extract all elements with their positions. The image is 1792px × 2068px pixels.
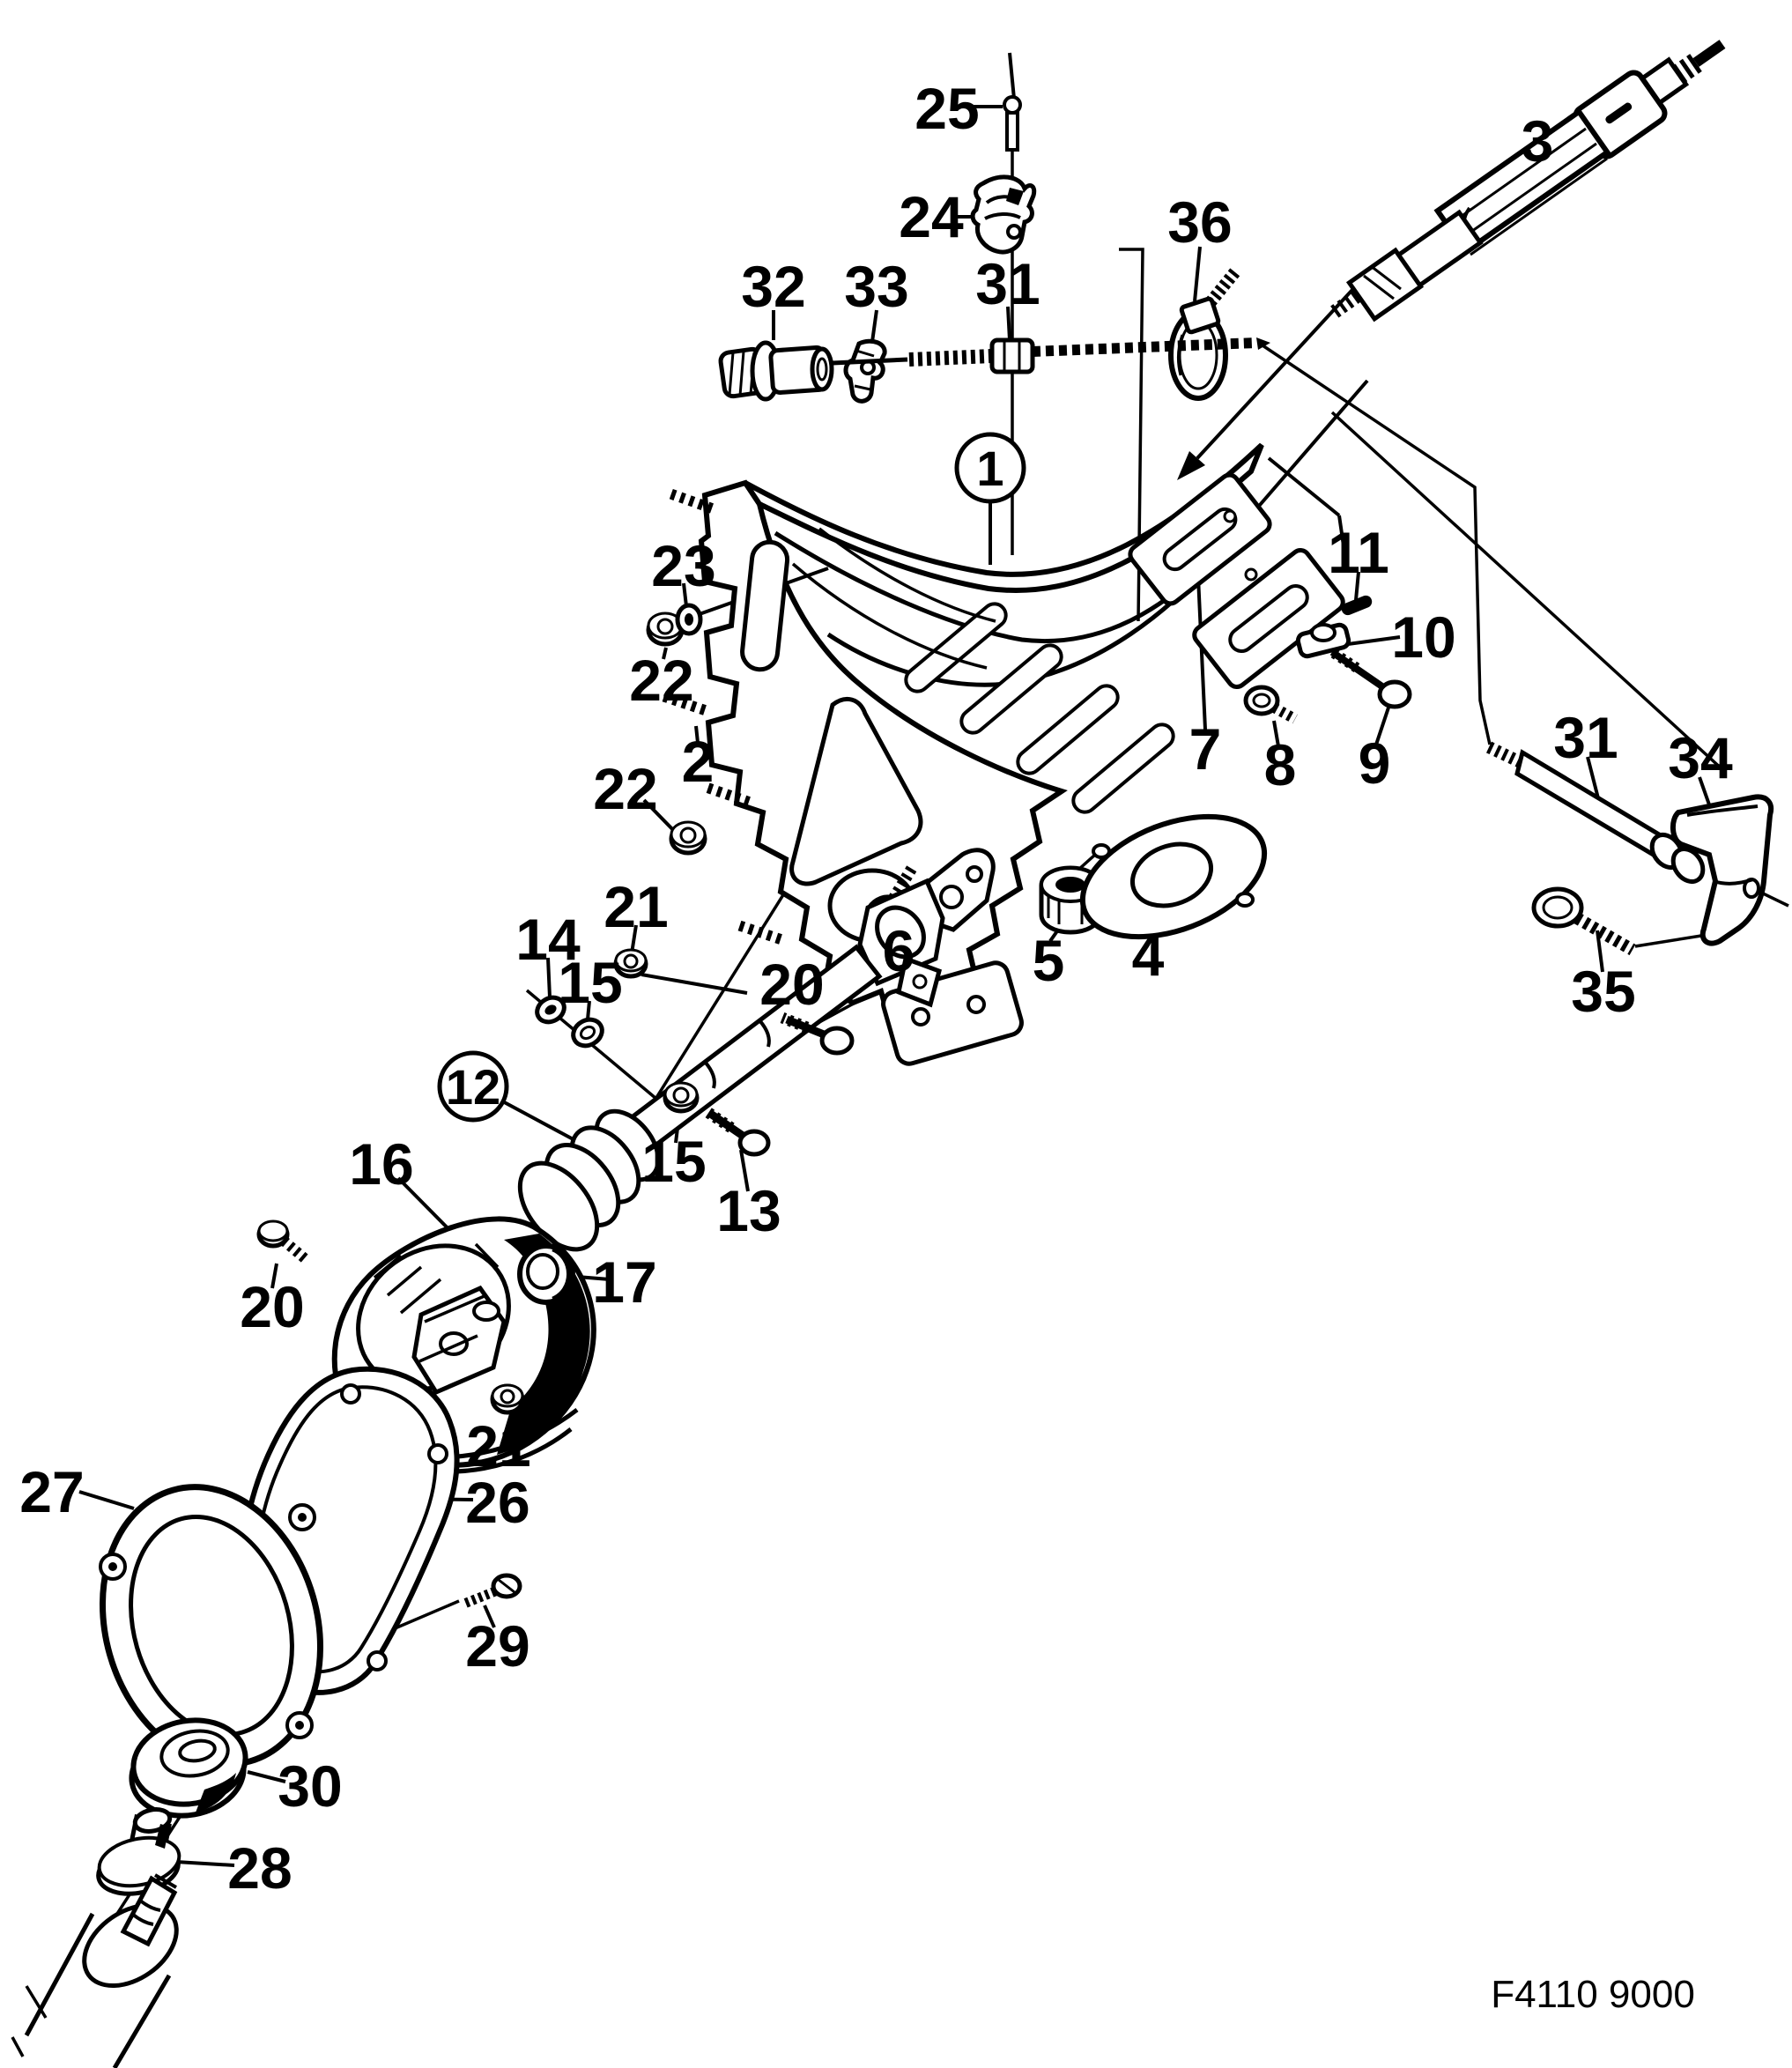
part-callout: 20 xyxy=(240,1274,304,1339)
screw-29-drawing xyxy=(462,1573,522,1609)
part-callout: 4 xyxy=(1132,923,1165,988)
part-callout: 12 xyxy=(446,1059,500,1115)
part-callout: 36 xyxy=(1167,189,1232,255)
clamp-24-drawing xyxy=(970,174,1037,255)
figure-code: F4110 9000 xyxy=(1491,1973,1695,2016)
washer-30-drawing xyxy=(129,1717,248,1819)
part-callout-circle xyxy=(437,1050,509,1123)
tbolt-10-drawing xyxy=(1295,622,1351,659)
lower-yoke-drawing xyxy=(411,1285,507,1396)
clip-33-drawing xyxy=(843,338,887,404)
part-callout: 7 xyxy=(1189,716,1222,782)
part-callout: 35 xyxy=(1571,959,1635,1024)
part-callout: 27 xyxy=(19,1459,84,1524)
plate-4-drawing xyxy=(1079,813,1268,940)
part-callout: 2 xyxy=(682,729,715,794)
part-callout: 21 xyxy=(466,1413,530,1479)
part-callout: 15 xyxy=(558,950,622,1015)
gear-shaft-drawing xyxy=(24,1873,179,2068)
nut-21-upper-drawing xyxy=(613,948,648,979)
pin-25-drawing xyxy=(1003,52,1022,152)
part-callout: 3 xyxy=(1522,108,1554,174)
cable-31-right-drawing xyxy=(1486,741,1706,885)
part-callout: 22 xyxy=(629,648,693,713)
bolt-20-upper-drawing xyxy=(780,1012,855,1056)
part-callout: 6 xyxy=(883,918,915,983)
bolt-9-drawing xyxy=(1329,647,1412,709)
bracket-triangle-cutout xyxy=(789,696,923,886)
part-callout: 8 xyxy=(1264,732,1297,797)
part-callout: 30 xyxy=(278,1753,342,1819)
part-callout: 23 xyxy=(651,533,715,598)
hook-34-drawing xyxy=(1670,794,1773,946)
part-callout: 34 xyxy=(1668,725,1733,790)
part-callout: 31 xyxy=(975,251,1040,316)
bracket-rib-slots xyxy=(904,602,1175,814)
part-callout: 14 xyxy=(515,907,581,972)
part-callout: 15 xyxy=(641,1129,706,1194)
part-callout: 32 xyxy=(741,254,805,319)
bolt-13-drawing xyxy=(704,1107,771,1157)
bracket-studs xyxy=(661,488,782,945)
washer-15-upper-drawing xyxy=(571,1017,604,1049)
part-callout: 11 xyxy=(1328,520,1389,585)
nut-15-lower-drawing xyxy=(663,1081,700,1114)
bushing-28-drawing xyxy=(96,1807,181,1896)
part-callout: 25 xyxy=(915,76,979,141)
bolt-20-lower-drawing xyxy=(256,1219,310,1264)
part-callout: 24 xyxy=(899,184,964,249)
steering-shaft-drawing xyxy=(1328,40,1726,322)
part-callout: 9 xyxy=(1359,730,1391,796)
cable-tie-36-drawing xyxy=(1168,265,1242,401)
part-callout: 1 xyxy=(976,441,1003,496)
part-callout: 20 xyxy=(759,952,824,1017)
part-callout-circle xyxy=(954,432,1026,504)
bracket-slot-cutout xyxy=(740,539,790,672)
part-callout: 22 xyxy=(593,756,657,821)
part-callout: 21 xyxy=(604,874,668,939)
ring-17-drawing xyxy=(517,1243,575,1305)
part-callout: 17 xyxy=(592,1249,656,1315)
cable-31-top-drawing xyxy=(832,337,1270,374)
part-callout: 31 xyxy=(1553,705,1618,770)
nut-22-lower-drawing xyxy=(669,820,707,856)
shaft-12-tube-drawing xyxy=(517,944,883,1252)
washer-14-drawing xyxy=(535,995,566,1025)
strap-plates-7-drawing xyxy=(1128,472,1345,690)
gasket-27-drawing xyxy=(99,1484,323,1773)
part-callout: 29 xyxy=(465,1613,529,1679)
screw-8-drawing xyxy=(1243,685,1298,724)
nut-21-lower-drawing xyxy=(490,1383,525,1415)
adjuster-knob-32-drawing xyxy=(718,340,834,402)
ujoint-yoke-12-drawing xyxy=(857,848,996,1008)
part-callout: 26 xyxy=(465,1470,529,1535)
pin-11-drawing xyxy=(1341,595,1373,616)
part-callout: 10 xyxy=(1391,604,1455,670)
part-callout: 5 xyxy=(1033,928,1065,993)
part-callout: 33 xyxy=(844,254,908,319)
part-callout: 13 xyxy=(716,1178,781,1243)
washer-23-drawing xyxy=(675,603,703,636)
part-callout: 28 xyxy=(227,1835,292,1901)
part-callout: 16 xyxy=(349,1131,413,1197)
screw-35-drawing xyxy=(1531,886,1636,956)
